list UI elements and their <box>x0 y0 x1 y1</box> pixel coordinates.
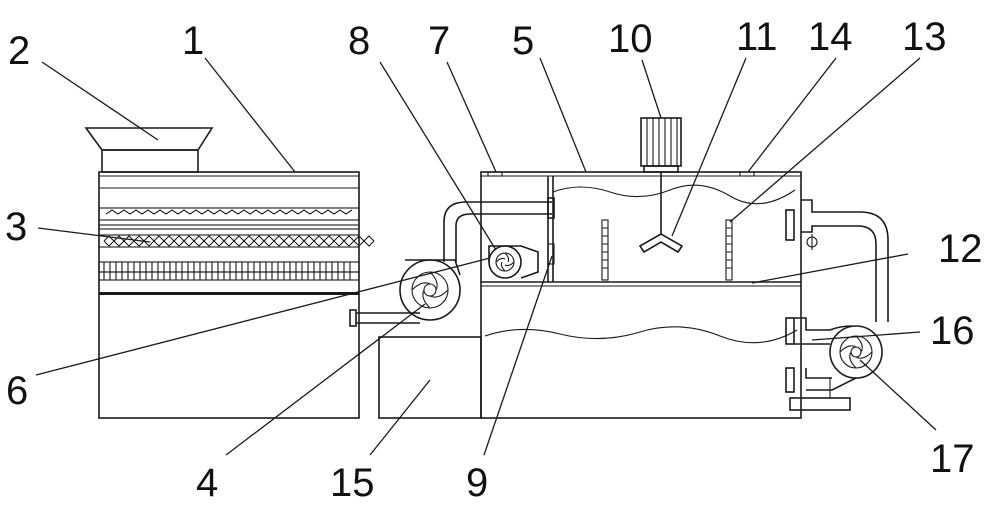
label-6: 6 <box>6 369 28 413</box>
label-2: 2 <box>8 29 30 73</box>
mesh-9 <box>547 243 555 265</box>
label-17: 17 <box>930 437 975 481</box>
label-5: 5 <box>512 19 534 63</box>
right-tank <box>480 171 802 419</box>
leader-lines <box>35 57 937 456</box>
label-8: 8 <box>348 19 370 63</box>
label-16: 16 <box>930 309 975 353</box>
label-3: 3 <box>5 205 27 249</box>
fan-8 <box>488 245 539 279</box>
feed-hopper <box>84 127 214 173</box>
label-15: 15 <box>330 461 375 505</box>
label-12: 12 <box>938 227 983 271</box>
label-9: 9 <box>466 461 488 505</box>
stirrer-11 <box>638 233 684 254</box>
return-pipe <box>801 199 889 322</box>
tower-outlet-pipe <box>349 309 420 327</box>
label-13: 13 <box>902 15 947 59</box>
top-vents <box>487 171 755 177</box>
fan-17 <box>789 317 883 411</box>
callout-labels: 1 2 3 4 5 6 7 8 9 10 11 14 13 12 16 17 1… <box>5 15 983 505</box>
label-7: 7 <box>428 19 450 63</box>
base-box-15 <box>378 336 482 419</box>
label-10: 10 <box>608 17 653 61</box>
filter-layers <box>98 207 375 295</box>
label-14: 14 <box>808 15 853 59</box>
label-4: 4 <box>196 461 218 505</box>
label-11: 11 <box>736 15 778 59</box>
fan-4 <box>399 259 461 321</box>
label-1: 1 <box>182 19 204 63</box>
